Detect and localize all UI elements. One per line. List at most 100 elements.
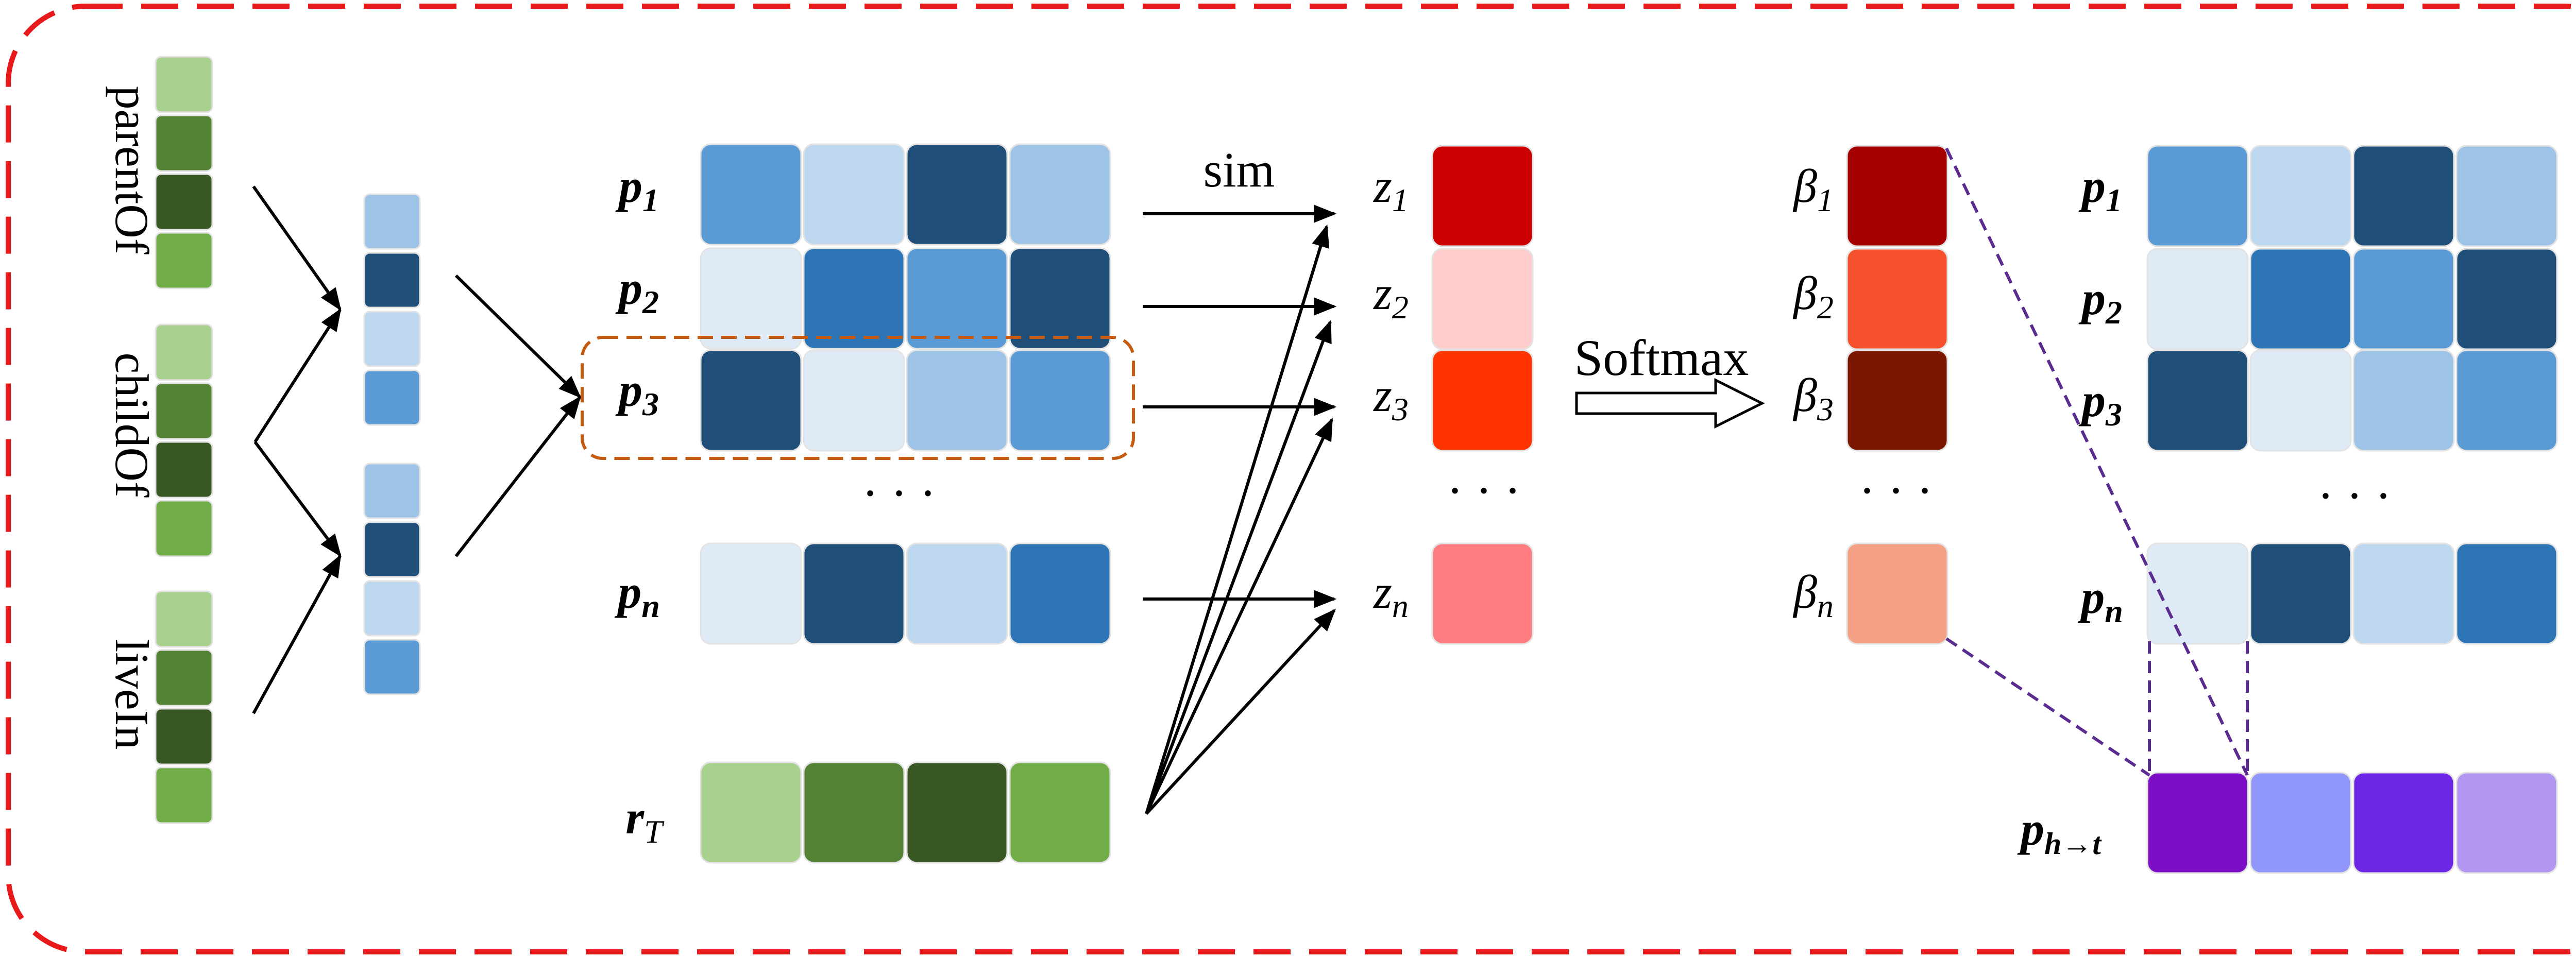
childof-embedding-cell-4 [155, 500, 213, 557]
weight-label-betan: βn [1792, 566, 1834, 624]
path-p1-cell-2 [803, 143, 905, 246]
parentof-embedding-cell-3 [155, 173, 213, 231]
path-label-rt: rT [625, 791, 665, 850]
path-p2-cell-1 [700, 247, 802, 350]
right-path-label-p3: p3 [2078, 374, 2122, 433]
path-p2-cell-4 [1009, 247, 1111, 350]
target-relation-cell-3 [906, 761, 1008, 864]
score-labels: z1 z2 z3 zn [1372, 160, 1409, 624]
score-label-z2: z2 [1372, 267, 1409, 326]
sim-label: sim [1204, 142, 1275, 197]
path-label-p3: p3 [615, 364, 659, 422]
path-labels: p1 p2 p3 pn rT [614, 160, 665, 850]
path-pn-cell-2 [803, 542, 905, 645]
weight-label-beta1: β1 [1792, 160, 1834, 218]
target-relation-cell-1 [700, 761, 802, 864]
score-label-z3: z3 [1372, 369, 1409, 428]
weight-labels: β1 β2 β3 βn [1792, 160, 1834, 624]
highlight-frame-p3 [581, 336, 1135, 460]
parentof-embedding-cell-2 [155, 114, 213, 172]
score-cell-4 [1431, 542, 1534, 645]
path-p2-cell-2 [803, 247, 905, 350]
path-p1-cell-4 [1009, 143, 1111, 246]
right-path-p2-cell-4 [2455, 248, 2558, 350]
line-beta1-to-output [1945, 147, 2249, 776]
right-path-pn-cell-4 [2455, 542, 2558, 645]
composed-vector-b-cell-1 [363, 463, 421, 519]
right-path-labels: p1 p2 p3 pn ph→t [2017, 160, 2123, 861]
composed-vector-a-cell-1 [363, 193, 421, 250]
composed-vector-b-cell-2 [363, 521, 421, 578]
right-path-p1-cell-2 [2249, 145, 2352, 247]
childof-embedding-cell-2 [155, 382, 213, 440]
livein-embedding-cell-2 [155, 649, 213, 707]
output-vector-cell-3 [2352, 772, 2455, 874]
path-label-p1: p1 [615, 160, 659, 218]
right-path-pn-cell-3 [2352, 542, 2455, 645]
composed-vector-b-cell-3 [363, 580, 421, 637]
right-path-p3-cell-3 [2352, 349, 2455, 452]
arrow-rt-to-z3 [1145, 418, 1333, 815]
parentof-embedding-cell-4 [155, 232, 213, 289]
score-cell-3 [1431, 349, 1534, 452]
relation-label-livein: liveIn [106, 639, 158, 750]
relation-labels: parentOf childOf liveIn [106, 86, 158, 750]
childof-embedding-cell-3 [155, 441, 213, 499]
path-p3-cell-4 [1009, 349, 1111, 452]
weight-cell-1 [1846, 145, 1948, 247]
path-p1-cell-3 [906, 143, 1008, 246]
weighting-lines [1945, 147, 2249, 777]
path-label-pn: pn [614, 566, 660, 624]
right-path-label-p2: p2 [2078, 272, 2122, 331]
path-p3-cell-1 [700, 349, 802, 452]
arrow-childof-to-v1 [253, 308, 342, 443]
composition-arrows [252, 185, 582, 714]
livein-embedding-cell-1 [155, 590, 213, 648]
arrow-v1-to-p3 [454, 274, 582, 399]
right-path-p2-cell-3 [2352, 248, 2455, 350]
score-label-zn: zn [1372, 566, 1409, 624]
path-p1-cell-1 [700, 143, 802, 246]
ellipsis-weights: · · · [1859, 463, 1933, 518]
path-p3-cell-3 [906, 349, 1008, 452]
output-label: ph→t [2017, 802, 2102, 861]
score-cell-2 [1431, 248, 1534, 350]
target-relation-cell-2 [803, 761, 905, 864]
parentof-embedding-cell-1 [155, 56, 213, 113]
arrow-livein-to-v2 [252, 554, 342, 714]
right-path-label-pn: pn [2077, 571, 2123, 629]
right-path-p1-cell-4 [2455, 145, 2558, 247]
right-path-p1-cell-1 [2146, 145, 2249, 247]
right-path-p3-cell-1 [2146, 349, 2249, 452]
right-path-label-p1: p1 [2078, 160, 2122, 218]
weight-cell-4 [1846, 542, 1948, 645]
livein-embedding-cell-3 [155, 708, 213, 765]
line-betan-to-output [1945, 637, 2150, 777]
embedding-cells [155, 56, 2558, 874]
ellipsis-scores: · · · [1447, 463, 1521, 518]
path-pn-cell-1 [700, 542, 802, 645]
path-pn-cell-4 [1009, 542, 1111, 645]
composed-vector-a-cell-2 [363, 252, 421, 309]
similarity-arrows [1143, 204, 1337, 815]
arrow-rt-to-zn [1145, 608, 1336, 815]
right-path-pn-cell-2 [2249, 542, 2352, 645]
arrow-rt-to-z1 [1145, 224, 1330, 814]
right-path-pn-cell-1 [2146, 542, 2249, 645]
weight-label-beta3: β3 [1792, 369, 1834, 428]
right-path-p3-cell-2 [2249, 349, 2352, 452]
arrow-v2-to-p3 [454, 396, 581, 557]
score-label-z1: z1 [1372, 160, 1409, 218]
arrow-childof-to-v2 [253, 441, 342, 557]
ellipses: · · · · · · · · · · · · [862, 463, 2392, 523]
right-path-p3-cell-4 [2455, 349, 2558, 452]
ellipsis-right-paths: · · · [2317, 468, 2392, 523]
output-vector-cell-4 [2455, 772, 2558, 874]
relation-label-childof: childOf [106, 352, 158, 497]
arrow-parentof-to-v1 [252, 185, 342, 311]
path-p3-cell-2 [803, 349, 905, 452]
livein-embedding-cell-4 [155, 766, 213, 824]
arrow-rt-to-z2 [1145, 319, 1332, 815]
softmax-label: Softmax [1574, 329, 1749, 386]
